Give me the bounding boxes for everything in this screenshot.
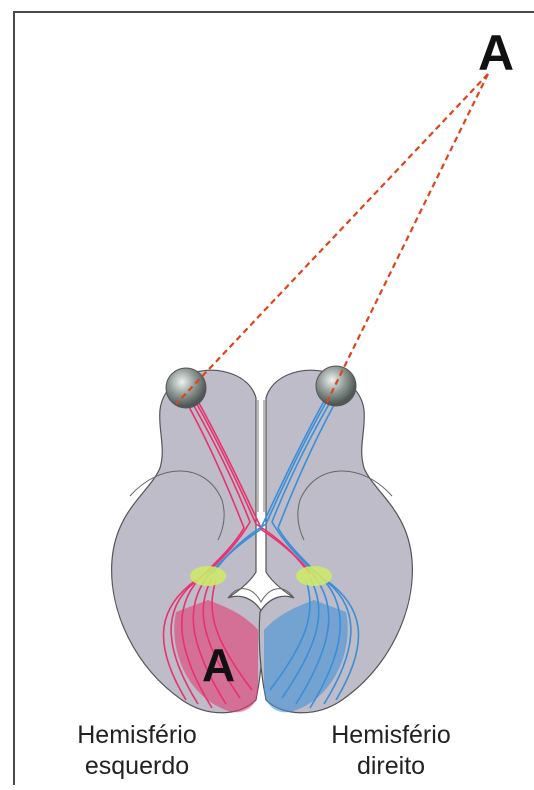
right-hemisphere-label-line1: Hemisfério <box>306 720 476 751</box>
target-letter: A <box>478 24 514 82</box>
sight-line-left-eye <box>176 74 488 404</box>
left-geniculate-nucleus <box>190 566 226 586</box>
midline-marker <box>256 570 266 578</box>
sight-line-right-eye <box>326 74 488 404</box>
right-geniculate-nucleus <box>296 566 332 586</box>
left-hemisphere-label-line2: esquerdo <box>52 751 222 782</box>
cortex-image-letter: A <box>202 638 235 692</box>
left-hemisphere-label-line1: Hemisfério <box>52 720 222 751</box>
right-eye <box>316 366 356 406</box>
left-eye <box>166 368 206 408</box>
right-hemisphere-label: Hemisfério direito <box>306 720 476 782</box>
left-hemisphere-label: Hemisfério esquerdo <box>52 720 222 782</box>
longitudinal-fissure <box>258 400 264 512</box>
right-hemisphere-label-line2: direito <box>306 751 476 782</box>
